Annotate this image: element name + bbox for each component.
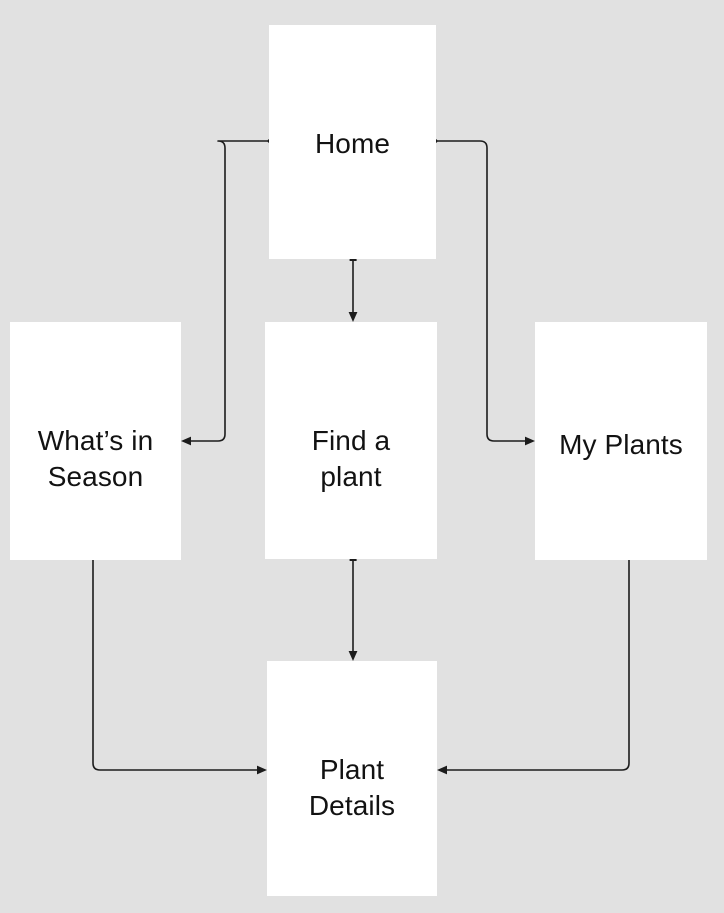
edge-home-to-find-a-plant bbox=[348, 258, 358, 322]
node-my-plants-label: My Plants bbox=[559, 429, 683, 460]
node-whats-in-season[interactable]: What’s in Season bbox=[10, 322, 181, 560]
arrowhead-icon bbox=[257, 765, 267, 775]
edge-my-plants-to-plant-details bbox=[437, 560, 630, 775]
node-plant-details[interactable]: Plant Details bbox=[267, 661, 437, 896]
node-plant-details-label: Plant Details bbox=[308, 754, 396, 821]
arrowhead-icon bbox=[348, 651, 358, 661]
node-find-a-plant[interactable]: Find a plant bbox=[265, 322, 437, 559]
arrowhead-icon bbox=[181, 436, 191, 446]
node-home[interactable]: Home bbox=[269, 25, 436, 259]
node-my-plants[interactable]: My Plants bbox=[535, 322, 707, 560]
edge-home-to-whats-in-season bbox=[181, 139, 272, 446]
edge-whats-in-season-to-plant-details bbox=[92, 560, 267, 775]
arrowhead-icon bbox=[437, 765, 447, 775]
arrowhead-icon bbox=[348, 312, 358, 322]
edge-find-a-plant-to-plant-details bbox=[348, 558, 358, 661]
node-find-a-plant-label: Find a plant bbox=[311, 425, 391, 492]
edge-home-to-my-plants bbox=[433, 139, 535, 446]
node-home-label: Home bbox=[314, 128, 391, 159]
node-whats-in-season-label: What’s in Season bbox=[37, 425, 154, 492]
arrowhead-icon bbox=[525, 436, 535, 446]
